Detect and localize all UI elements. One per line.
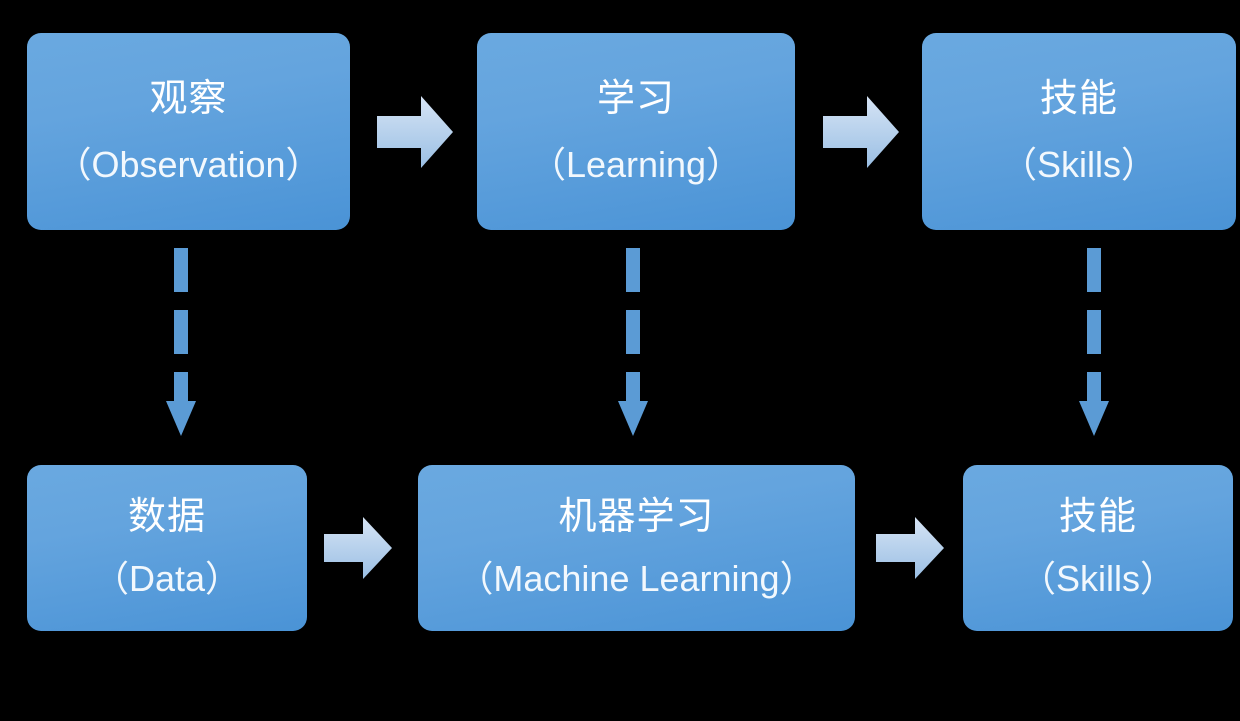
node-observation-cn: 观察 — [149, 77, 228, 120]
node-learning-cn: 学习 — [596, 77, 675, 120]
top-arrow-1 — [377, 96, 453, 168]
node-data-cn: 数据 — [127, 496, 206, 539]
node-machine-learning[interactable]: 机器学习 （Machine Learning） — [418, 465, 855, 631]
link-observation-data — [163, 248, 199, 436]
node-skills-top-cn: 技能 — [1039, 77, 1118, 120]
node-machine-learning-en: （Machine Learning） — [457, 558, 816, 600]
bottom-arrow-2 — [876, 517, 944, 579]
link-skills-skills — [1076, 248, 1112, 436]
node-skills-top-en: （Skills） — [1000, 143, 1157, 185]
node-skills-bottom[interactable]: 技能 （Skills） — [963, 465, 1233, 631]
bottom-arrow-1 — [324, 517, 392, 579]
node-machine-learning-cn: 机器学习 — [558, 496, 715, 539]
node-observation-en: （Observation） — [55, 143, 322, 185]
node-skills-top[interactable]: 技能 （Skills） — [922, 33, 1236, 230]
node-data[interactable]: 数据 （Data） — [27, 465, 307, 631]
node-skills-bottom-cn: 技能 — [1058, 496, 1137, 539]
top-arrow-2 — [823, 96, 899, 168]
link-learning-ml — [615, 248, 651, 436]
node-learning-en: （Learning） — [529, 143, 743, 185]
node-data-en: （Data） — [92, 558, 242, 600]
node-skills-bottom-en: （Skills） — [1019, 558, 1176, 600]
node-learning[interactable]: 学习 （Learning） — [477, 33, 795, 230]
node-observation[interactable]: 观察 （Observation） — [27, 33, 350, 230]
